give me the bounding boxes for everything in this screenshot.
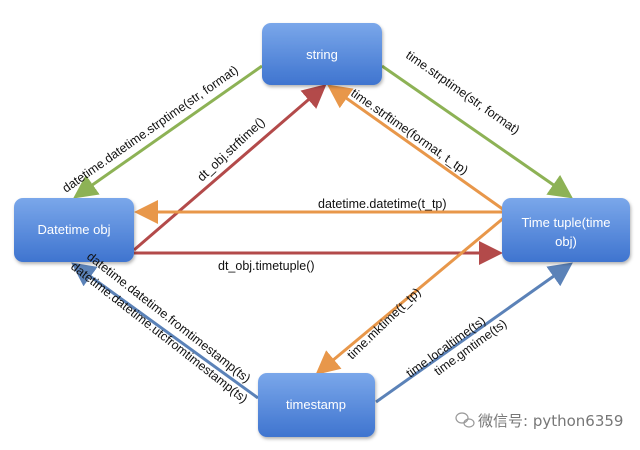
arrow-timestamp-to-datetime xyxy=(71,262,259,400)
arrow-datetime-to-string xyxy=(133,84,327,252)
node-string-label: string xyxy=(306,47,338,62)
node-time-tuple: Time tuple(time obj) xyxy=(502,198,630,262)
node-timestamp: timestamp xyxy=(258,373,375,437)
watermark-text: 微信号: python6359 xyxy=(478,412,624,430)
arrow-timestamp-to-timetuple xyxy=(375,262,573,404)
node-datetime-obj: Datetime obj xyxy=(14,198,134,262)
wechat-icon xyxy=(455,412,475,428)
arrow-timetuple-to-string xyxy=(327,84,505,212)
arrow-timetuple-to-timestamp xyxy=(315,214,507,375)
node-time-tuple-label-1: Time tuple(time xyxy=(521,215,610,230)
node-time-tuple-label-2: obj) xyxy=(555,234,577,249)
label-utcfromtimestamp: datetime.datetime.utcfromtimestamp(ts) xyxy=(68,259,250,406)
label-time-strftime: time.strftime(format, t_tp) xyxy=(348,86,470,178)
node-string: string xyxy=(262,23,382,85)
node-timestamp-label: timestamp xyxy=(286,397,346,412)
label-dt-strftime: dt_obj.strftime() xyxy=(194,115,267,184)
node-datetime-label: Datetime obj xyxy=(38,222,111,237)
label-dt-from-tuple: datetime.datetime(t_tp) xyxy=(318,197,447,211)
arrow-string-to-datetime xyxy=(73,64,263,199)
label-mktime: time.mktime(t_tp) xyxy=(344,285,423,362)
label-dt-timetuple: dt_obj.timetuple() xyxy=(218,259,315,273)
label-dt-strptime: datetime.datetime.strptime(str, format) xyxy=(60,63,241,196)
arrow-string-to-timetuple xyxy=(381,64,573,199)
